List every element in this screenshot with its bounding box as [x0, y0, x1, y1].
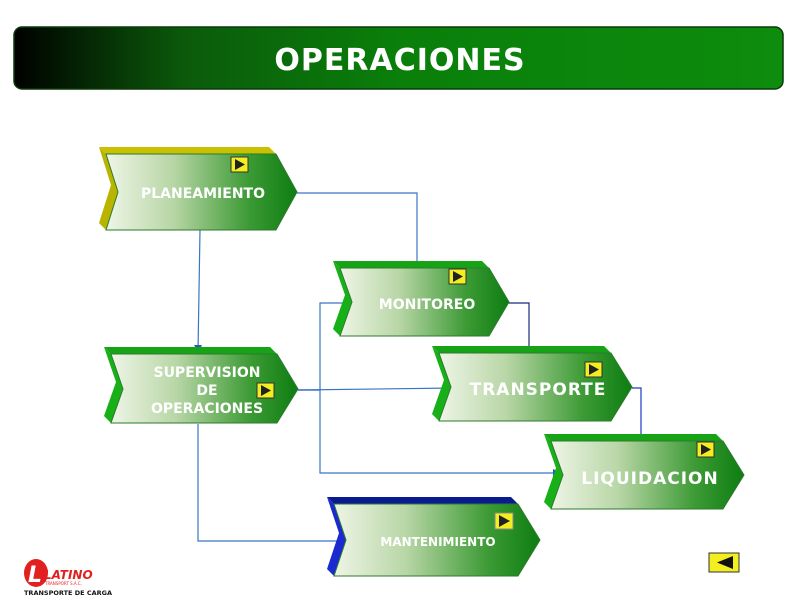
node-label-transporte: TRANSPORTE [470, 380, 607, 400]
connectors [194, 192, 645, 545]
node-label-monitoreo: MONITOREO [379, 297, 476, 313]
svg-text:L: L [28, 563, 42, 588]
connector-supervision-mantenimiento [197, 424, 346, 545]
connector-supervision-transporte [297, 384, 456, 393]
play-icon[interactable] [448, 268, 467, 285]
node-label-liquidacion: LIQUIDACION [581, 469, 719, 489]
node-planeamiento[interactable]: PLANEAMIENTO [99, 147, 298, 231]
play-icon[interactable] [584, 361, 603, 378]
node-label-mantenimiento: MANTENIMIENTO [380, 535, 495, 549]
company-logo: L LATINO TRANSPORT S.A.C. TRANSPORTE DE … [24, 559, 112, 597]
header-banner: OPERACIONES [13, 26, 784, 90]
node-label-supervision-line3: OPERACIONES [151, 401, 263, 417]
connector-planeamiento-supervision [194, 229, 203, 353]
back-arrow-icon [717, 556, 733, 569]
node-mantenimiento[interactable]: MANTENIMIENTO [327, 497, 541, 577]
logo-tagline: TRANSPORTE DE CARGA [24, 589, 112, 597]
play-icon[interactable] [696, 441, 715, 458]
play-icon[interactable] [494, 512, 514, 530]
play-icon[interactable] [256, 382, 275, 399]
page-title: OPERACIONES [274, 43, 525, 78]
node-label-supervision-line1: SUPERVISION [153, 365, 260, 381]
connector-planeamiento-monitoreo [297, 192, 421, 269]
logo-name: LATINO [44, 568, 93, 582]
connector-transporte-liquidacion [632, 387, 645, 443]
play-icon[interactable] [230, 156, 249, 173]
back-button[interactable] [708, 552, 740, 573]
connector-monitoreo-transporte [508, 302, 530, 347]
node-supervision-operaciones[interactable]: SUPERVISION DE OPERACIONES [104, 347, 299, 424]
node-monitoreo[interactable]: MONITOREO [333, 261, 510, 337]
node-label-supervision-line2: DE [196, 383, 217, 399]
node-liquidacion[interactable]: LIQUIDACION [544, 434, 745, 510]
node-label-planeamiento: PLANEAMIENTO [141, 186, 265, 202]
logo-subtitle: TRANSPORT S.A.C. [44, 581, 82, 586]
node-transporte[interactable]: TRANSPORTE [432, 346, 633, 422]
connector-supervision-liquidacion [298, 389, 561, 477]
